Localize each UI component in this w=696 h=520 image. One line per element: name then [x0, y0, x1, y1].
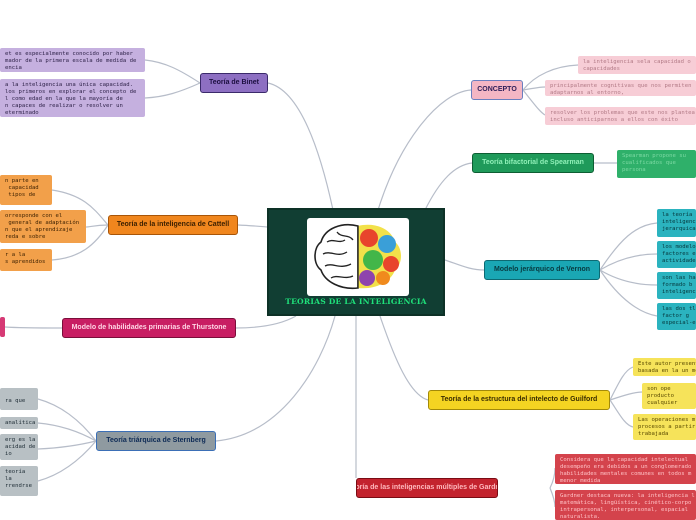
branch-thurstone[interactable]: Modelo de habilidades primarias de Thurs… [62, 318, 236, 338]
connector-binet [267, 82, 334, 211]
leaf-sternberg-3: erg es la acidad de io [0, 434, 38, 460]
connector-concepto [377, 89, 472, 211]
branch-concepto[interactable]: CONCEPTO [471, 80, 523, 100]
connector-sternberg [215, 315, 336, 442]
leaf-vernon-4: las dos tl factor g especial-e [657, 303, 696, 330]
central-topic-title: TEORIAS DE LA INTELIGENCIA [285, 297, 427, 306]
leaf-binet-1: et es especialmente conocido por haber m… [0, 48, 145, 72]
branch-spearman[interactable]: Teoría bifactorial de Spearman [472, 153, 594, 173]
leaf-cattell-2: orresponde con el general de adaptación … [0, 210, 86, 243]
leaf-spearman-1: Spearman propone su cualificados que per… [617, 150, 696, 178]
leaf-gardner-1: Considera que la capacidad intelectual d… [555, 454, 696, 484]
branch-guilford[interactable]: Teoría de la estructura del intelecto de… [428, 390, 610, 410]
leaf-vernon-1: la teoría inteligencia jerarquica [657, 209, 696, 237]
leaf-guilford-2: son ope producto cualquier [642, 383, 696, 409]
branch-binet[interactable]: Teoría de Binet [200, 73, 268, 93]
leaf-concepto-2: principalmente cognitivas que nos permit… [545, 80, 696, 96]
branch-gardner[interactable]: Teoría de las inteligencias múltiples de… [356, 478, 498, 498]
leaf-sternberg-2: analítica [0, 417, 38, 429]
connector-guilford [379, 315, 429, 401]
branch-sternberg[interactable]: Teoría triárquica de Sternberg [96, 431, 216, 451]
leaf-sternberg-1: ra que [0, 388, 38, 410]
leaf-vernon-3: son las hab formado b inteligenc [657, 272, 696, 299]
leaf-cattell-3: r a la s aprendidos [0, 249, 52, 271]
leaf-binet-2: a la inteligencia una única capacidad. l… [0, 79, 145, 117]
leaf-gardner-2: Gardner destaca nueva: la inteligencia l… [555, 490, 696, 520]
leaf-cattell-1: n parte en capacidad tipos de [0, 175, 52, 205]
leaf-guilford-1: Este autor presenta basada en la un mo [633, 358, 696, 376]
central-topic[interactable]: TEORIAS DE LA INTELIGENCIA [267, 208, 445, 316]
leaf-sternberg-4: teoría la rrendrse [0, 466, 38, 496]
leaf-vernon-2: los modelo factores e actividades [657, 241, 696, 268]
leaf-guilford-3: Las operaciones m procesos a partir trab… [633, 414, 696, 440]
connector-thurstone [235, 315, 297, 329]
connector-vernon [444, 259, 485, 271]
leaf-concepto-3: resolver los problemas que este nos plan… [545, 107, 696, 125]
brain-icon [307, 218, 409, 296]
leaf-concepto-1: la inteligencia sela capacidad o capacid… [578, 56, 696, 74]
branch-vernon[interactable]: Modelo jerárquico de Vernon [484, 260, 600, 280]
leaf-thurstone-1 [0, 317, 5, 337]
connector-spearman [424, 162, 473, 211]
branch-cattell[interactable]: Teoría de la inteligencia de Cattell [108, 215, 238, 235]
